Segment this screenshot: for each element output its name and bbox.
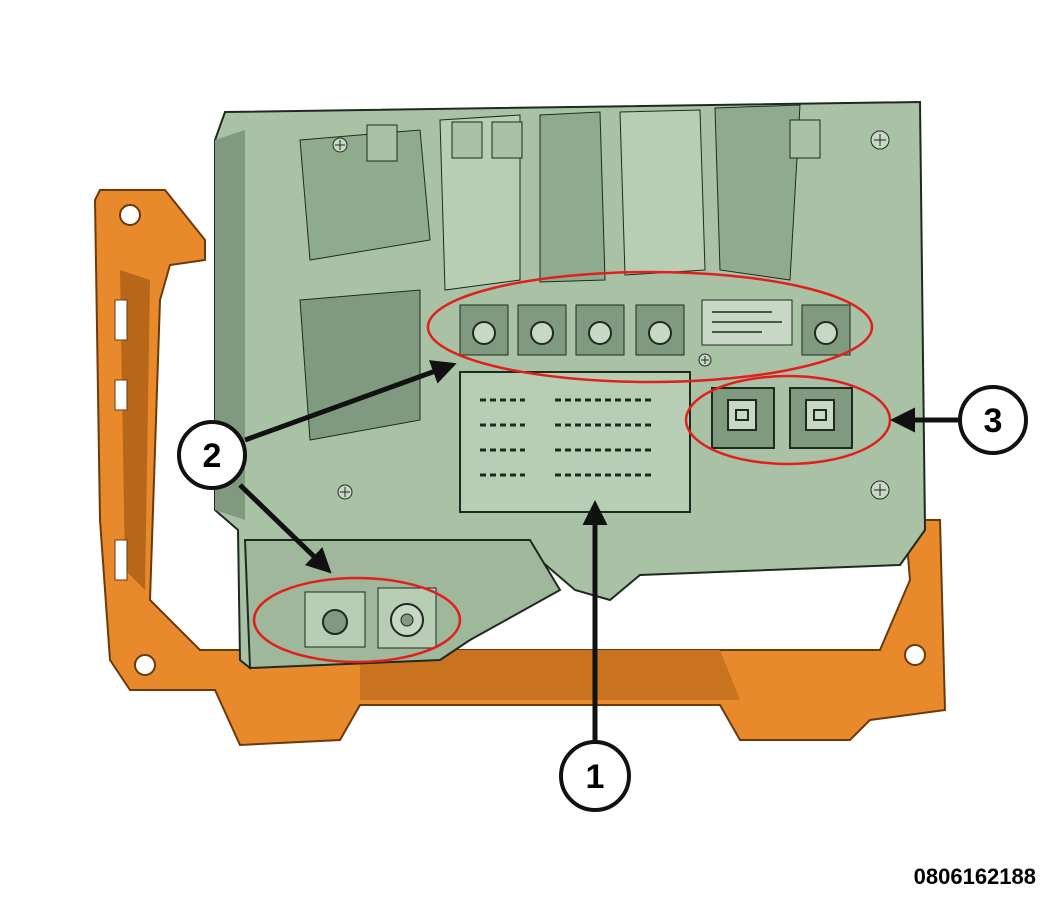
screw xyxy=(870,130,890,150)
screw xyxy=(332,137,348,153)
coax-connector-port xyxy=(530,321,554,345)
housing-rib xyxy=(619,109,706,276)
bracket-mount-hole xyxy=(904,644,926,666)
callout-2: 2 xyxy=(177,420,247,490)
coax-connector-port xyxy=(588,321,612,345)
main-connector-body xyxy=(459,371,691,513)
callout-3: 3 xyxy=(958,385,1028,455)
coax-connector-pin xyxy=(400,613,414,627)
housing-rib xyxy=(299,129,431,261)
housing-rib xyxy=(439,114,521,291)
label-plate-lines xyxy=(712,311,782,333)
housing-vent xyxy=(451,121,483,159)
bracket-slot xyxy=(114,299,128,341)
coax-connector-port xyxy=(814,321,838,345)
callout-3-label: 3 xyxy=(984,402,1003,440)
bracket-slot xyxy=(114,539,128,581)
screw xyxy=(337,484,353,500)
screw xyxy=(870,480,890,500)
coax-connector-row xyxy=(459,299,851,356)
housing-vent xyxy=(789,119,821,159)
module-housing xyxy=(214,100,927,670)
usb-port-socket xyxy=(805,399,835,431)
bracket-mount-hole xyxy=(119,204,141,226)
housing-rib xyxy=(539,111,606,283)
main-connector-pin-rows xyxy=(480,398,655,477)
callout-2-label: 2 xyxy=(203,437,222,475)
mounting-bracket xyxy=(93,189,947,747)
screw xyxy=(698,353,712,367)
bracket-mount-hole xyxy=(134,654,156,676)
highlight-ring-upper-coax xyxy=(426,270,874,384)
callout-1-label: 1 xyxy=(586,758,605,796)
lower-coax-connectors xyxy=(304,587,437,649)
bracket-slot xyxy=(114,379,128,411)
callout-1: 1 xyxy=(559,740,631,812)
coax-connector-port xyxy=(648,321,672,345)
housing-rib xyxy=(299,289,421,441)
bracket-frame xyxy=(93,189,947,747)
highlight-ring-lower-coax xyxy=(252,576,462,664)
housing-vent xyxy=(491,121,523,159)
coax-connector-port xyxy=(322,609,348,635)
figure-reference-number: 0806162188 xyxy=(913,864,1036,889)
arrow-callout-2-lower xyxy=(238,483,332,574)
usb-port-pair xyxy=(711,387,853,449)
bracket-inner-edge xyxy=(120,270,150,590)
coax-connector-port xyxy=(472,321,496,345)
arrow-callout-2-upper xyxy=(244,360,457,443)
housing-vent xyxy=(366,124,398,162)
leader-arrows xyxy=(238,360,958,740)
main-harness-connector xyxy=(459,371,691,513)
usb-port-socket xyxy=(727,399,757,431)
housing-rib xyxy=(714,104,801,281)
bracket-lower-rail xyxy=(360,650,740,700)
